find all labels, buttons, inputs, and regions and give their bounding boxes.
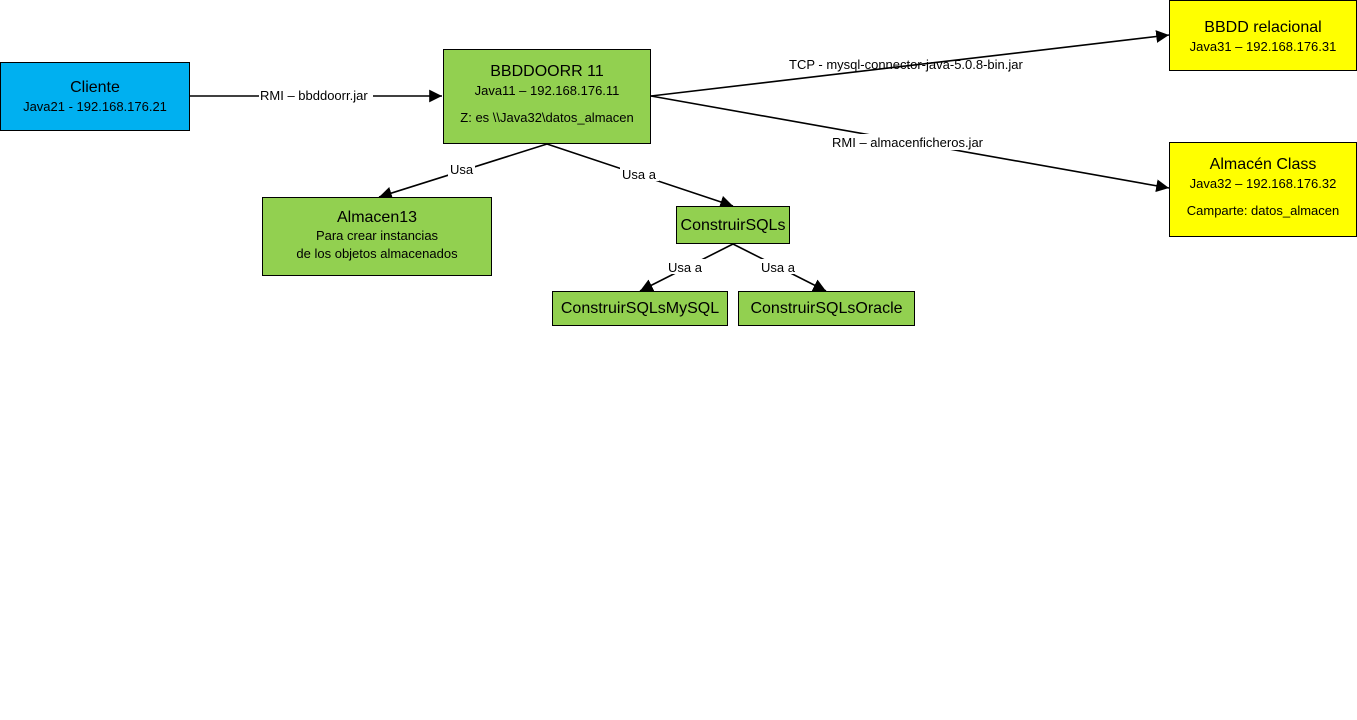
node-almacen13-desc-2: de los objetos almacenados	[296, 246, 458, 261]
node-almacen13-desc-1: Para crear instancias	[315, 228, 439, 243]
node-bbddoorr-title: BBDDOORR 11	[490, 63, 604, 80]
node-bbdd-relacional-ip: Java31 – 192.168.176.31	[1189, 39, 1337, 54]
node-bbdd-relacional-title: BBDD relacional	[1204, 19, 1322, 36]
node-construir-mysql-title: ConstruirSQLsMySQL	[560, 300, 720, 317]
node-construir-oracle-title: ConstruirSQLsOracle	[750, 300, 903, 317]
node-almacen-class-title: Almacén Class	[1209, 156, 1317, 173]
edge-label-bbddoorr-almacen13: Usa	[450, 162, 474, 177]
edge-bbddoorr-relacional	[650, 30, 1170, 97]
node-bbdd-relacional: BBDD relacional Java31 – 192.168.176.31	[1169, 0, 1357, 71]
node-bbddoorr-mapping: Z: es \\Java32\datos_almacen	[460, 110, 634, 125]
node-almacen-class-share: Camparte: datos_almacen	[1186, 203, 1340, 218]
node-cliente-ip: Java21 - 192.168.176.21	[23, 99, 167, 114]
node-almacen-class: Almacén Class Java32 – 192.168.176.32 Ca…	[1169, 142, 1357, 237]
node-construir-oracle: ConstruirSQLsOracle	[738, 291, 915, 326]
edge-label-sqls-oracle: Usa a	[761, 260, 796, 275]
node-bbddoorr-ip: Java11 – 192.168.176.11	[474, 83, 620, 98]
node-cliente: Cliente Java21 - 192.168.176.21	[0, 62, 190, 131]
edge-label-sqls-mysql: Usa a	[668, 260, 703, 275]
edge-label-bbddoorr-relacional: TCP - mysql-connector-java-5.0.8-bin.jar	[789, 57, 1024, 72]
edge-label-bbddoorr-sqls: Usa a	[622, 167, 657, 182]
node-bbddoorr: BBDDOORR 11 Java11 – 192.168.176.11 Z: e…	[443, 49, 651, 144]
node-construir-sqls-title: ConstruirSQLs	[680, 217, 786, 234]
node-construir-sqls: ConstruirSQLs	[676, 206, 790, 244]
edge-label-bbddoorr-almacen: RMI – almacenficheros.jar	[832, 135, 984, 150]
node-cliente-title: Cliente	[70, 79, 120, 96]
node-almacen13: Almacen13 Para crear instancias de los o…	[262, 197, 492, 276]
node-construir-mysql: ConstruirSQLsMySQL	[552, 291, 728, 326]
node-almacen13-title: Almacen13	[336, 209, 418, 226]
node-almacen-class-ip: Java32 – 192.168.176.32	[1189, 176, 1337, 191]
edge-label-cliente-bbddoorr: RMI – bbddoorr.jar	[260, 88, 368, 103]
